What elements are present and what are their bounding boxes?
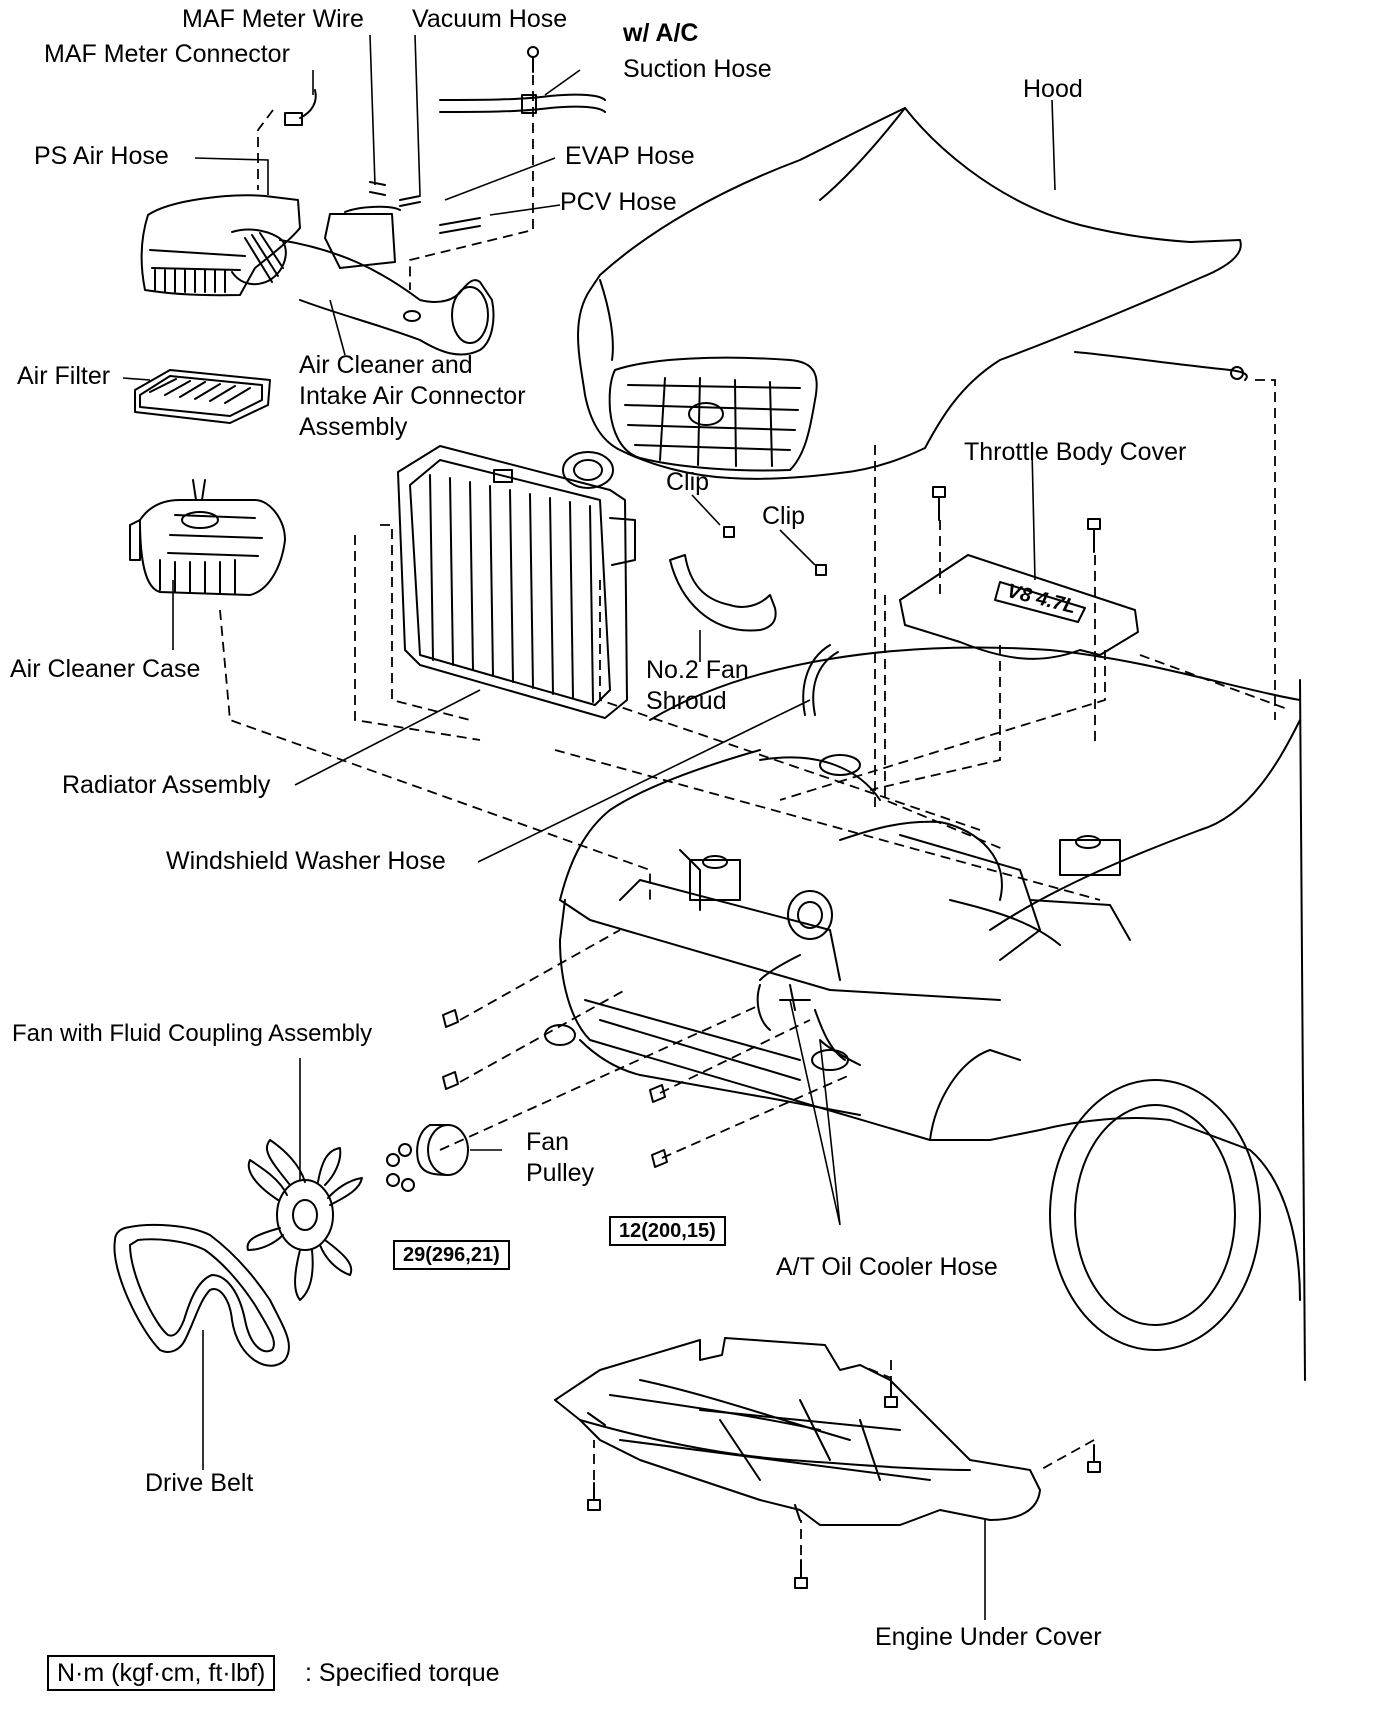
label-no2-fan-shroud-2: Shroud [646,687,727,715]
label-throttle-body-cover: Throttle Body Cover [964,438,1187,466]
label-clip-2: Clip [762,502,806,530]
torque-spec-bolt: 12(200,15) [609,1216,726,1246]
legend-torque-text: : Specified torque [305,1659,500,1687]
label-vacuum-hose: Vacuum Hose [412,5,568,33]
label-at-oil-cooler-hose: A/T Oil Cooler Hose [776,1253,998,1281]
label-clip-1: Clip [666,468,710,496]
drive-belt [114,1225,289,1366]
label-air-cleaner-case: Air Cleaner Case [10,655,201,683]
no2-fan-shroud [670,527,826,630]
label-evap-hose: EVAP Hose [565,142,695,170]
engine-under-cover [555,1338,1100,1588]
fan-with-fluid-coupling [247,1140,362,1300]
label-air-filter: Air Filter [17,362,111,390]
label-ps-air-hose: PS Air Hose [34,142,169,170]
assembly-dashed-lines [220,75,1290,1555]
label-pcv-hose: PCV Hose [560,188,677,216]
label-fan-pulley-1: Fan [526,1128,570,1156]
label-engine-under-cover: Engine Under Cover [875,1623,1102,1651]
hoses-top [370,47,605,233]
label-no2-fan-shroud-1: No.2 Fan [646,656,749,684]
legend-torque-units: N·m (kgf·cm, ft·lbf) [47,1655,276,1691]
leader-lines [123,35,1055,1620]
bolts-front [443,1010,667,1167]
radiator-assembly [398,446,635,718]
label-air-cleaner-assembly-2: Intake Air Connector [299,382,526,410]
label-suction-hose: Suction Hose [623,55,772,83]
label-maf-meter-connector: MAF Meter Connector [44,40,290,68]
air-filter [135,370,270,423]
vehicle-body [545,648,1305,1380]
torque-spec-fan-pulley: 29(296,21) [393,1240,510,1270]
hood-panel [578,108,1247,479]
air-cleaner-case [130,480,285,595]
label-air-cleaner-assembly-3: Assembly [299,413,408,441]
label-maf-meter-wire: MAF Meter Wire [182,5,364,33]
label-hood: Hood [1023,75,1083,103]
label-drive-belt: Drive Belt [145,1469,254,1497]
label-fan-pulley-2: Pulley [526,1159,595,1187]
label-windshield-washer-hose: Windshield Washer Hose [166,847,446,875]
fan-pulley [387,1125,468,1191]
air-cleaner-intake-assembly [142,195,494,354]
maf-meter-connector [285,90,316,125]
label-fan-fluid-coupling: Fan with Fluid Coupling Assembly [12,1020,373,1047]
label-air-cleaner-assembly-1: Air Cleaner and [299,351,473,379]
throttle-body-cover: V8 4.7L [900,555,1138,659]
label-with-ac: w/ A/C [623,19,699,47]
label-radiator-assembly: Radiator Assembly [62,771,271,799]
bolts-top [933,487,1100,552]
windshield-washer-hose [803,645,838,715]
